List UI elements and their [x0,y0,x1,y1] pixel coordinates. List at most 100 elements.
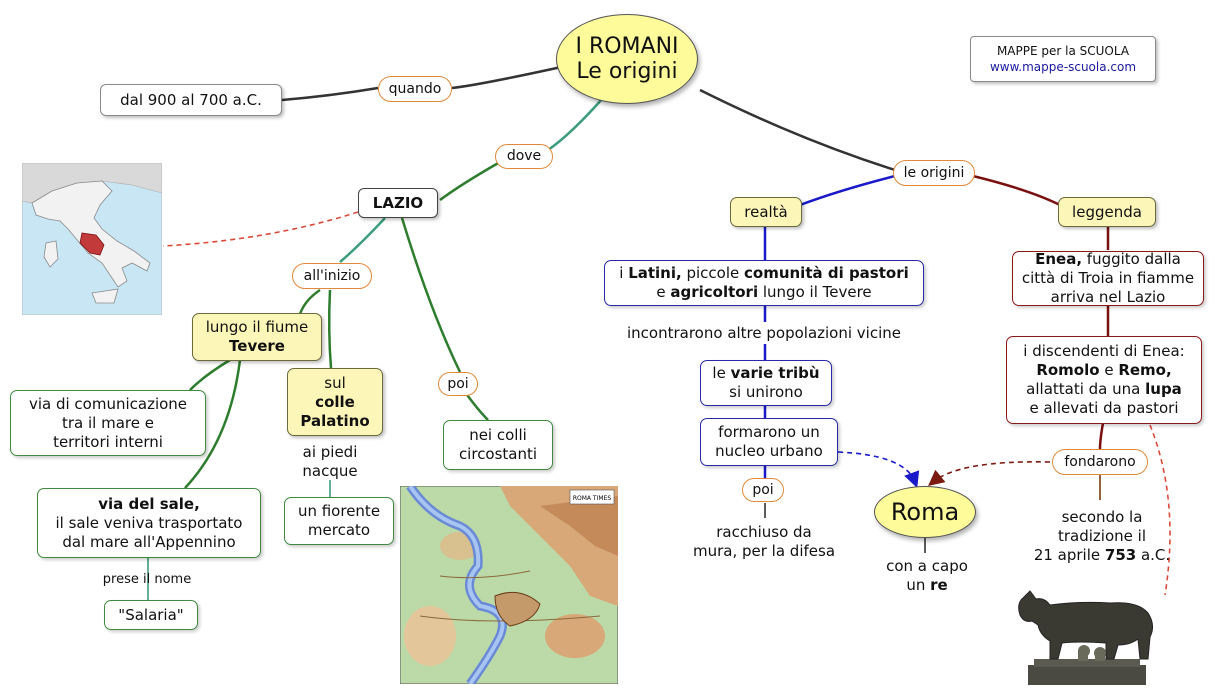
link-origini-leggenda [972,174,1061,207]
link-title-dove [547,97,604,152]
nucleo-line1: formarono un [718,423,820,441]
realta-node: realtà [730,197,802,227]
dove-text: dove [506,148,542,164]
salaria-text: "Salaria" [118,605,184,624]
tribu-node: le varie tribù si unirono [700,360,832,406]
dates-node: dal 900 al 700 a.C. [100,84,282,116]
discendenti-line4: e allevati da pastori [1029,399,1179,417]
link-label-fondarono: fondarono [1052,449,1148,475]
link-title-quando [451,62,576,90]
link-tevere-comunicazione [189,358,231,391]
presenome-text: prese il nome [102,571,192,587]
rome-map: ROMA TIMES [400,486,618,684]
link-label-dove: dove [495,144,553,169]
viasale-line1: via del sale, [98,494,200,513]
roma-text: Roma [890,497,960,526]
tevere-line2: Tevere [229,337,285,355]
comunicazione-line3: territori interni [53,432,163,451]
latini-line2: e agricoltori lungo il Tevere [656,283,872,301]
arrow-fondarono-roma [928,461,1051,487]
link-lazio-allinizio [339,217,386,263]
mura-label: racchiuso da mura, per la difesa [688,522,840,562]
link-quando-dates [281,86,379,102]
mura-line1: racchiuso da [716,523,812,541]
tribu-line2: si unirono [729,383,803,401]
italy-map [22,163,162,315]
nucleo-line2: nucleo urbano [715,442,823,460]
branding-line1: MAPPE per la SCUOLA [996,44,1130,58]
link-title-origini [699,88,896,172]
tribu-line1: le varie tribù [712,364,820,382]
latini-node: i Latini, piccole comunità di pastori e … [604,260,924,306]
arrow-nucleo-roma [837,451,920,488]
link-label-quando: quando [378,76,452,102]
leggenda-node: leggenda [1058,197,1156,227]
enea-line1: Enea, fuggito dalla [1035,250,1181,268]
leggenda-text: leggenda [1072,202,1142,221]
piedi-line1: ai piedi [302,443,358,461]
link-discendenti-fondarono [1098,422,1105,450]
branding-link[interactable]: www.mappe-scuola.com [989,60,1137,74]
enea-node: Enea, fuggito dalla città di Troia in fi… [1012,250,1204,306]
link-tevere-viasale [184,359,242,489]
discendenti-line3: allattati da una lupa [1026,380,1182,398]
link-label-origini: le origini [893,160,975,186]
link-label-poi-right: poi [742,478,784,502]
colli-node: nei colli circostanti [443,420,553,470]
branding-box: MAPPE per la SCUOLA www.mappe-scuola.com [970,36,1156,82]
piedi-line2: nacque [302,462,358,480]
capo-line2: un re [906,576,948,594]
nucleo-node: formarono un nucleo urbano [700,418,838,466]
title-node: I ROMANI Le origini [556,14,698,104]
link-allinizio-tevere [298,288,321,315]
link-dove-lazio [439,160,501,202]
mura-line2: mura, per la difesa [692,542,836,560]
roma-node: Roma [874,486,976,538]
fondarono-text: fondarono [1064,453,1136,470]
capo-line1: con a capo [886,557,968,575]
mercato-node: un fiorente mercato [284,497,394,545]
allinizio-text: all'inizio [303,267,361,284]
link-origini-realta [799,174,896,207]
title-line1: I ROMANI [575,34,679,59]
lazio-text: LAZIO [372,193,424,212]
link-discendenti-wolf [1149,424,1171,596]
capo-label: con a capo un re [872,556,982,596]
enea-line3: arriva nel Lazio [1050,288,1166,306]
comunicazione-node: via di comunicazione tra il mare e terri… [10,390,206,456]
poi-right-text: poi [752,481,774,498]
palatino-node: sul colle Palatino [287,368,383,436]
link-poi-colli [463,391,489,421]
link-lazio-map [162,211,359,247]
comunicazione-line1: via di comunicazione [28,394,188,413]
quando-text: quando [388,80,442,97]
viasale-line2: il sale veniva trasportato [55,513,243,532]
salaria-node: "Salaria" [104,600,198,630]
capitoline-wolf-icon [1018,590,1154,685]
tradizione-label: secondo la tradizione il 21 aprile 753 a… [1030,506,1174,566]
viasale-line3: dal mare all'Appennino [62,532,236,551]
link-lazio-poi [400,217,462,373]
mercato-line2: mercato [307,521,371,539]
link-label-allinizio: all'inizio [292,263,372,289]
piedi-label: ai piedi nacque [290,442,370,482]
mercato-line1: un fiorente [297,502,381,520]
origini-text: le origini [903,164,965,181]
tradizione-line1: secondo la [1061,507,1143,526]
colli-line1: nei colli [469,426,527,444]
palatino-line1: sul [324,373,346,392]
poi-left-text: poi [447,375,469,392]
realta-text: realtà [744,202,788,221]
palatino-line2: colle [315,392,355,411]
discendenti-line1: i discendenti di Enea: [1023,342,1185,360]
incontrarono-text: incontrarono altre popolazioni vicine [627,323,901,342]
discendenti-line2: Romolo e Remo, [1036,361,1172,379]
rome-map-label: ROMA TIMES [573,495,611,502]
lazio-node: LAZIO [358,188,438,218]
dates-text: dal 900 al 700 a.C. [120,90,262,109]
tradizione-line3: 21 aprile 753 a.C. [1033,545,1171,564]
palatino-line3: Palatino [300,411,370,430]
link-allinizio-palatino [327,289,333,369]
incontrarono-label: incontrarono altre popolazioni vicine [604,322,924,344]
